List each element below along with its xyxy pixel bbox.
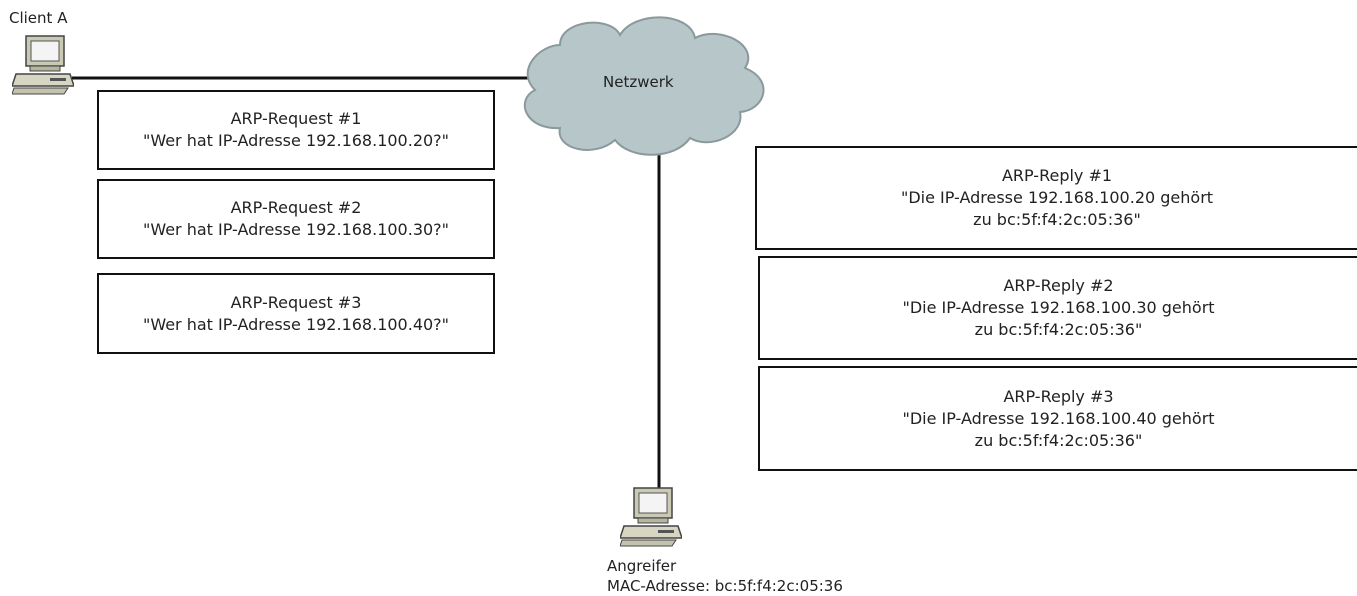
reply-line: zu bc:5f:f4:2c:05:36" bbox=[974, 430, 1143, 450]
attacker-label: Angreifer bbox=[607, 557, 677, 575]
reply-line: zu bc:5f:f4:2c:05:36" bbox=[973, 210, 1141, 229]
reply-line: "Die IP-Adresse 192.168.100.20 gehört bbox=[900, 188, 1214, 207]
arp-reply-box: ARP-Reply #1 "Die IP-Adresse 192.168.100… bbox=[755, 146, 1357, 250]
arp-reply-box: ARP-Reply #3 "Die IP-Adresse 192.168.100… bbox=[758, 366, 1357, 471]
network-label: Netzwerk bbox=[603, 73, 674, 91]
reply-line: "Die IP-Adresse 192.168.100.30 gehört bbox=[902, 298, 1215, 317]
reply-line: "Die IP-Adresse 192.168.100.40 gehört bbox=[902, 408, 1215, 428]
reply-title: ARP-Reply #3 bbox=[1003, 386, 1114, 406]
request-title: ARP-Request #3 bbox=[230, 292, 362, 312]
request-text: "Wer hat IP-Adresse 192.168.100.20?" bbox=[142, 131, 450, 150]
attacker-mac: MAC-Adresse: bc:5f:f4:2c:05:36 bbox=[607, 577, 843, 595]
request-text: "Wer hat IP-Adresse 192.168.100.30?" bbox=[142, 220, 450, 239]
request-title: ARP-Request #2 bbox=[230, 198, 362, 217]
network-cloud-icon bbox=[523, 16, 765, 156]
reply-title: ARP-Reply #1 bbox=[1001, 166, 1113, 185]
computer-icon bbox=[10, 34, 76, 100]
computer-icon bbox=[618, 486, 684, 552]
reply-line: zu bc:5f:f4:2c:05:36" bbox=[974, 320, 1143, 339]
request-title: ARP-Request #1 bbox=[230, 109, 362, 128]
request-text: "Wer hat IP-Adresse 192.168.100.40?" bbox=[142, 314, 450, 334]
arp-request-box: ARP-Request #2 "Wer hat IP-Adresse 192.1… bbox=[97, 179, 495, 259]
client-label: Client A bbox=[9, 9, 68, 27]
arp-request-box: ARP-Request #1 "Wer hat IP-Adresse 192.1… bbox=[97, 90, 495, 170]
arp-request-box: ARP-Request #3 "Wer hat IP-Adresse 192.1… bbox=[97, 273, 495, 354]
reply-title: ARP-Reply #2 bbox=[1003, 276, 1114, 295]
arp-reply-box: ARP-Reply #2 "Die IP-Adresse 192.168.100… bbox=[758, 256, 1357, 360]
